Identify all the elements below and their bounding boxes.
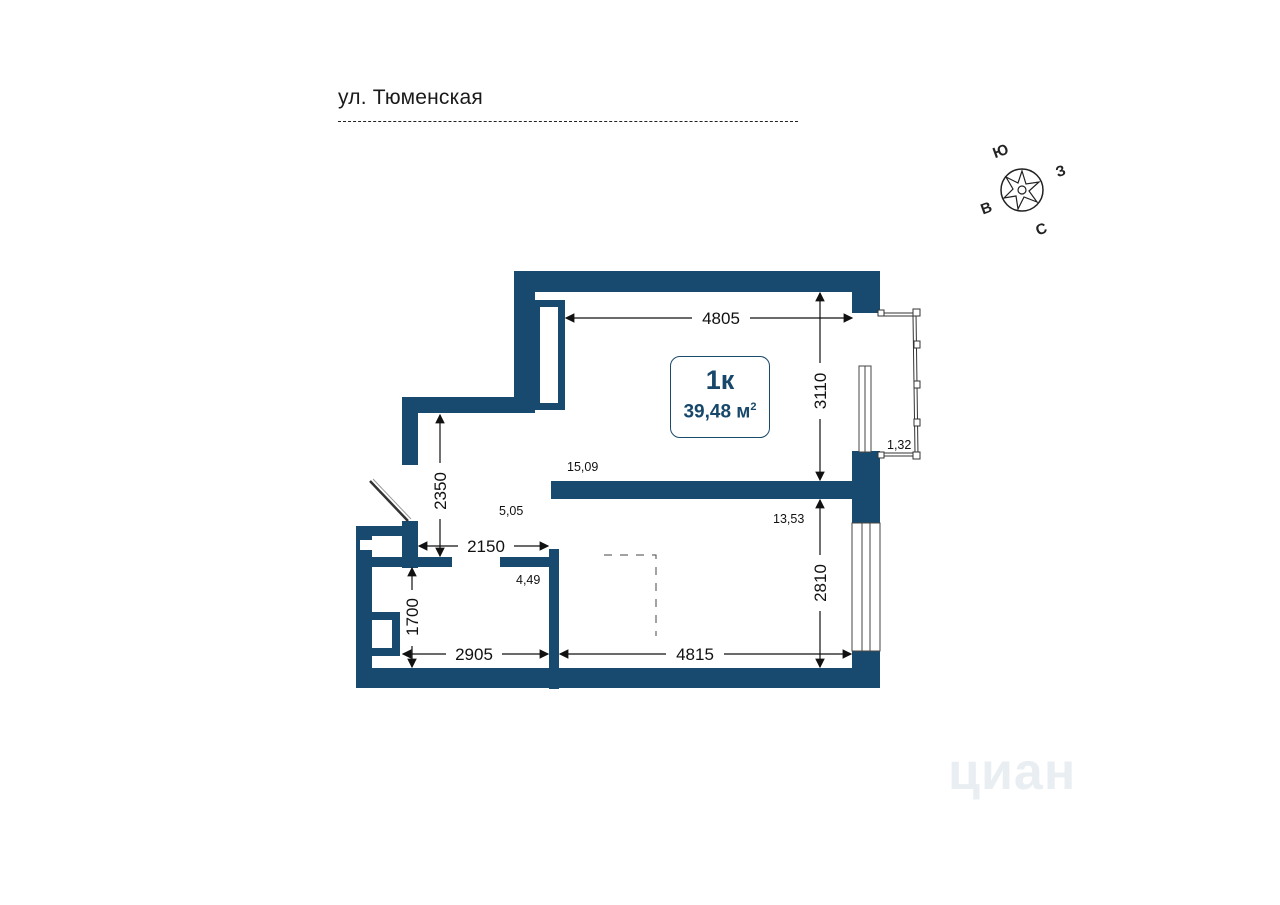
wall-bath-door-right	[500, 557, 557, 567]
dim-kitchen-depth: 2810	[811, 564, 830, 602]
dim-kitchen-width: 4815	[676, 645, 714, 664]
apartment-area-value: 39,48 м	[683, 401, 751, 423]
apartment-badge: 1к 39,48 м2	[670, 356, 770, 438]
street-label: ул. Тюменская	[338, 86, 483, 109]
wall-left-outer	[356, 526, 372, 688]
wall-hall-post	[402, 521, 418, 568]
area-kitchen: 13,53	[773, 512, 804, 526]
street-dashed-line	[338, 121, 798, 122]
wall-left-upper	[514, 271, 535, 411]
window-living	[858, 365, 872, 453]
area-living: 15,09	[567, 460, 598, 474]
dim-hall-depth: 2350	[431, 472, 450, 510]
wall-bath-top	[356, 526, 418, 536]
kitchen-appliance-outline	[604, 554, 657, 636]
wall-right-mid	[852, 451, 880, 523]
dim-living-depth: 3110	[811, 373, 830, 410]
dim-bath-depth: 1700	[403, 598, 422, 636]
wall-middle	[551, 481, 880, 499]
dim-living-width: 4805	[702, 309, 740, 328]
wall-bath-niche-side	[392, 612, 400, 656]
apartment-area: 39,48 м2	[671, 395, 769, 424]
cian-watermark-logo: циан	[948, 743, 1077, 801]
area-hallway: 5,05	[499, 504, 523, 518]
entrance-door	[369, 480, 409, 522]
wall-left-stub	[402, 397, 418, 465]
dim-hall-width: 2150	[467, 537, 505, 556]
window-kitchen	[851, 522, 881, 652]
area-balcony: 1,32	[887, 438, 911, 452]
wall-step	[402, 397, 535, 413]
wall-top-right-stub	[852, 271, 880, 313]
area-bathroom: 4,49	[516, 573, 540, 587]
dimension-lines	[401, 291, 854, 669]
dim-bath-width: 2905	[455, 645, 493, 664]
apartment-area-unit: 2	[750, 401, 757, 413]
wall-hall-shelf	[372, 557, 452, 567]
compass-rose-icon	[1000, 168, 1044, 212]
wardrobe	[535, 300, 565, 410]
wall-bath-niche-bottom	[372, 648, 400, 656]
walls	[356, 271, 880, 689]
wall-bath-partition	[549, 549, 559, 689]
apartment-type: 1к	[705, 365, 735, 395]
wall-bath-niche	[372, 612, 400, 620]
wall-top	[514, 271, 880, 292]
bath-box	[360, 540, 402, 550]
wall-bottom	[356, 668, 880, 688]
balcony	[877, 308, 921, 460]
